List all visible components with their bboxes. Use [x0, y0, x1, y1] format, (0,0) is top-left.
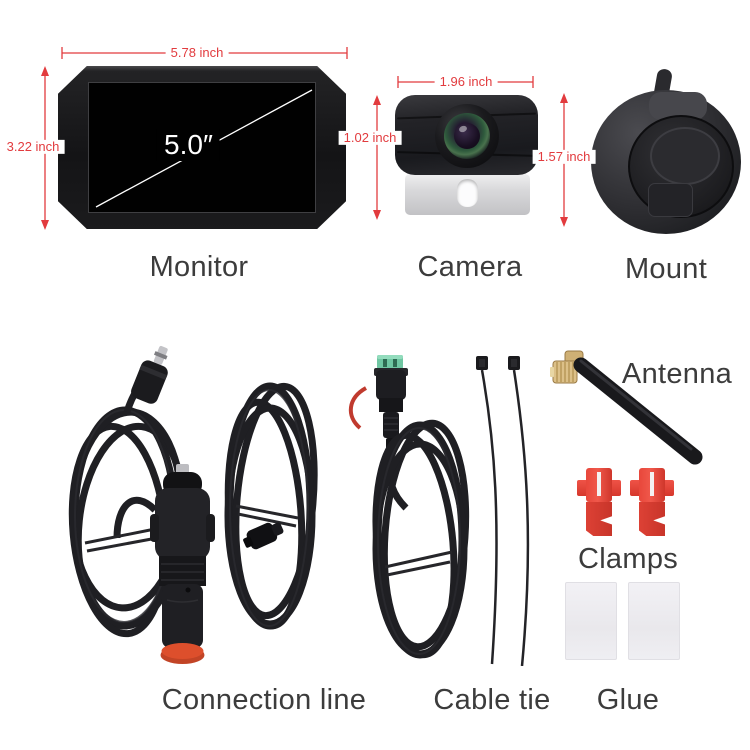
- dc-plug: [131, 345, 168, 404]
- cable-tie-1: [476, 356, 498, 665]
- antenna-rod: [573, 357, 703, 465]
- cable-ties-photo: [476, 356, 530, 666]
- dim-camera-height-left: 1.02 inch: [338, 130, 402, 146]
- glue-pad-2: [628, 582, 680, 660]
- camera-photo: [395, 95, 538, 217]
- screen-size-text: 5.0″: [157, 128, 220, 161]
- antenna-photo: [550, 350, 703, 465]
- video-cable-coil: [372, 419, 470, 659]
- clamp-1: [577, 468, 621, 536]
- label-antenna: Antenna: [621, 358, 733, 390]
- dim-monitor-height: 3.22 inch: [1, 139, 65, 155]
- dim-camera-height-right: 1.57 inch: [532, 149, 596, 165]
- label-cable-tie: Cable tie: [433, 684, 551, 716]
- dim-camera-width: 1.96 inch: [434, 74, 498, 90]
- extension-cable-photo: [224, 382, 318, 630]
- mount-photo: [591, 67, 741, 234]
- label-monitor: Monitor: [149, 251, 249, 283]
- camera-body: [395, 95, 538, 175]
- inline-connector: [243, 522, 284, 550]
- mount-tab: [648, 183, 693, 217]
- mount-face: [650, 127, 720, 185]
- video-cable-photo: [349, 355, 470, 659]
- green-terminal-connector: [374, 355, 408, 452]
- cigarette-plug: [150, 464, 215, 664]
- connection-line-photo: [68, 345, 215, 664]
- bracket-slot: [457, 179, 478, 207]
- cable-tie-2: [508, 356, 530, 666]
- label-glue: Glue: [596, 684, 660, 716]
- label-mount: Mount: [624, 253, 708, 285]
- label-camera: Camera: [417, 251, 523, 283]
- clamp-2: [630, 468, 674, 536]
- dim-monitor-width: 5.78 inch: [165, 45, 229, 61]
- camera-bracket: [405, 173, 530, 215]
- monitor-screen: 5.0″: [88, 82, 316, 213]
- extension-cable-coil: [224, 382, 318, 630]
- monitor-photo: 5.0″: [58, 66, 346, 229]
- label-connection-line: Connection line: [161, 684, 367, 716]
- red-wire: [349, 386, 368, 430]
- camera-lens: [435, 104, 499, 168]
- label-clamps: Clamps: [577, 543, 679, 575]
- glue-pad-1: [565, 582, 617, 660]
